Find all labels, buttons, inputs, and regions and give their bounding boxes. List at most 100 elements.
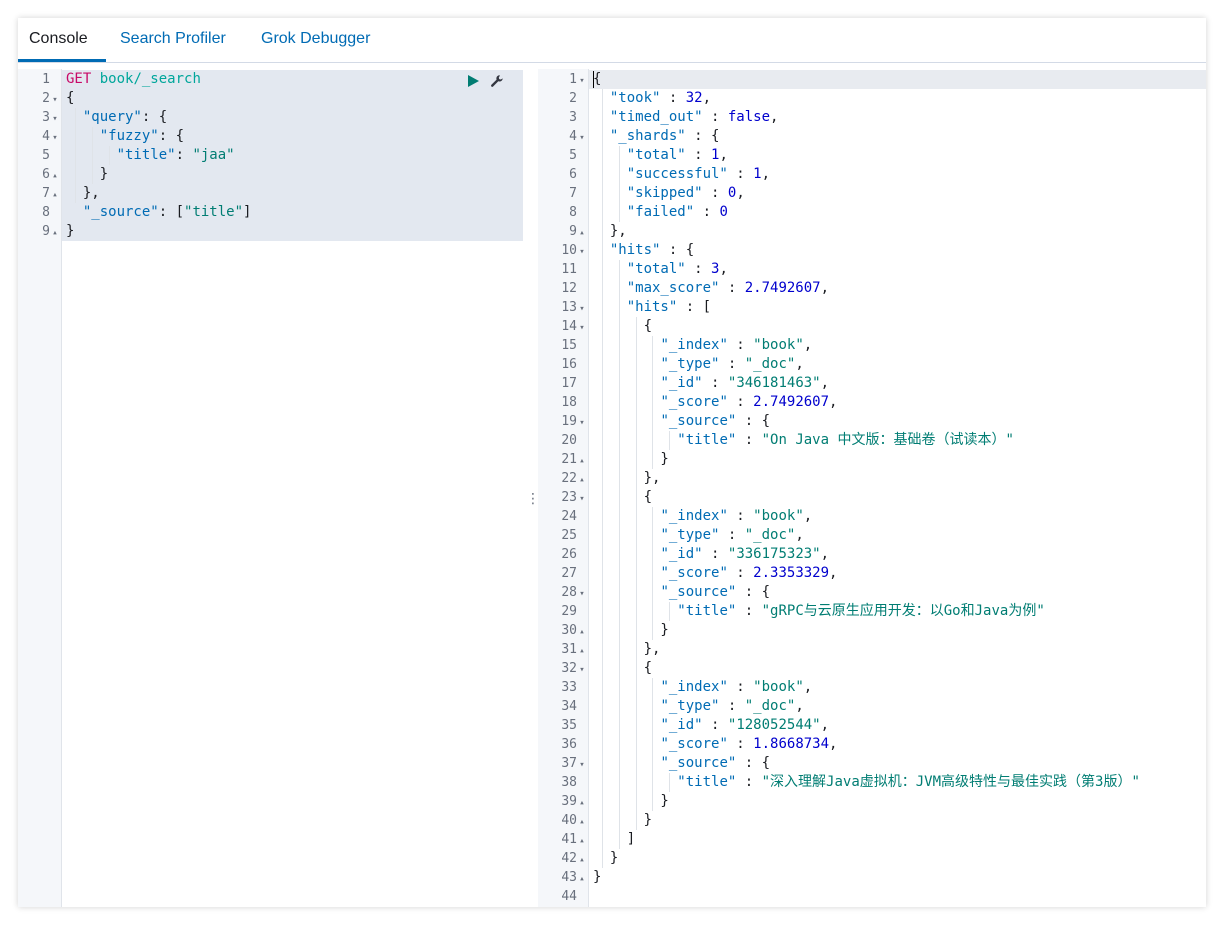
code-line[interactable]: "_score" : 2.7492607, (589, 393, 1206, 412)
fold-toggle-icon[interactable]: ▴ (579, 798, 585, 808)
code-line[interactable]: "total" : 1, (589, 146, 1206, 165)
code-line[interactable]: "successful" : 1, (589, 165, 1206, 184)
code-line[interactable]: "hits" : { (589, 241, 1206, 260)
fold-toggle-icon[interactable]: ▴ (52, 190, 58, 200)
fold-toggle-icon[interactable]: ▾ (579, 323, 585, 333)
code-token-num: 1 (753, 166, 762, 182)
code-line[interactable] (589, 887, 1206, 906)
request-code[interactable]: GET book/_search{ "query": { "fuzzy": { … (62, 69, 523, 907)
fold-toggle-icon[interactable]: ▴ (579, 475, 585, 485)
code-line[interactable]: "_type" : "_doc", (589, 697, 1206, 716)
fold-toggle-icon[interactable]: ▾ (579, 247, 585, 257)
code-token-p: : (736, 774, 762, 790)
line-number-text: 32 (561, 661, 577, 676)
code-line[interactable]: } (589, 792, 1206, 811)
fold-toggle-icon[interactable]: ▾ (579, 494, 585, 504)
code-token-p: } (66, 166, 109, 182)
response-code[interactable]: { "took" : 32, "timed_out" : false, "_sh… (589, 69, 1206, 907)
code-line[interactable]: } (589, 621, 1206, 640)
code-line[interactable]: "_score" : 1.8668734, (589, 735, 1206, 754)
code-line[interactable]: "title" : "On Java 中文版：基础卷（试读本）" (589, 431, 1206, 450)
fold-toggle-icon[interactable]: ▾ (579, 589, 585, 599)
code-token-str: "On Java 中文版：基础卷（试读本）" (761, 432, 1014, 448)
fold-toggle-icon[interactable]: ▾ (579, 665, 585, 675)
fold-toggle-icon[interactable]: ▾ (579, 760, 585, 770)
code-token-p: , (829, 736, 838, 752)
code-line[interactable]: "timed_out" : false, (589, 108, 1206, 127)
code-line[interactable]: }, (589, 469, 1206, 488)
code-line[interactable]: "_index" : "book", (589, 336, 1206, 355)
code-line[interactable]: "took" : 32, (589, 89, 1206, 108)
code-line[interactable]: { (589, 70, 1206, 89)
code-line[interactable]: "total" : 3, (589, 260, 1206, 279)
play-icon[interactable] (466, 74, 480, 88)
line-number: 19▾ (538, 412, 587, 431)
fold-toggle-icon[interactable]: ▾ (52, 133, 58, 143)
fold-toggle-icon[interactable]: ▴ (52, 171, 58, 181)
fold-toggle-icon[interactable]: ▴ (579, 627, 585, 637)
tab-search-profiler[interactable]: Search Profiler (120, 30, 226, 47)
fold-toggle-icon[interactable]: ▾ (52, 95, 58, 105)
code-line[interactable]: "_id" : "336175323", (589, 545, 1206, 564)
line-number: 3 (538, 108, 587, 127)
code-line[interactable]: } (589, 868, 1206, 887)
code-line[interactable]: "_id" : "128052544", (589, 716, 1206, 735)
code-line[interactable]: "_source": ["title"] (62, 203, 523, 222)
fold-toggle-icon[interactable]: ▴ (579, 817, 585, 827)
code-line[interactable]: "_id" : "346181463", (589, 374, 1206, 393)
vertical-ellipsis-icon[interactable]: ⋮ (526, 490, 540, 506)
code-line[interactable]: "_type" : "_doc", (589, 355, 1206, 374)
code-line[interactable]: "title" : "深入理解Java虚拟机：JVM高级特性与最佳实践（第3版）… (589, 773, 1206, 792)
code-line[interactable]: } (62, 165, 523, 184)
code-line[interactable]: } (589, 450, 1206, 469)
code-line[interactable]: "_shards" : { (589, 127, 1206, 146)
code-line[interactable]: } (62, 222, 523, 241)
tab-console[interactable]: Console (29, 30, 88, 47)
fold-toggle-icon[interactable]: ▾ (579, 304, 585, 314)
code-line[interactable]: "fuzzy": { (62, 127, 523, 146)
code-line[interactable]: ] (589, 830, 1206, 849)
code-line[interactable]: "_type" : "_doc", (589, 526, 1206, 545)
wrench-icon[interactable] (490, 74, 504, 88)
line-number-text: 39 (561, 794, 577, 809)
fold-toggle-icon[interactable]: ▴ (579, 874, 585, 884)
fold-toggle-icon[interactable]: ▾ (579, 76, 585, 86)
code-line[interactable]: "_source" : { (589, 412, 1206, 431)
fold-toggle-icon[interactable]: ▾ (52, 114, 58, 124)
code-line[interactable]: { (589, 488, 1206, 507)
fold-toggle-icon[interactable]: ▴ (579, 646, 585, 656)
code-line[interactable]: "skipped" : 0, (589, 184, 1206, 203)
code-line[interactable]: "_source" : { (589, 583, 1206, 602)
code-line[interactable]: "hits" : [ (589, 298, 1206, 317)
fold-toggle-icon[interactable]: ▴ (579, 456, 585, 466)
code-line[interactable]: }, (589, 222, 1206, 241)
fold-toggle-icon[interactable]: ▴ (579, 228, 585, 238)
code-line[interactable]: "query": { (62, 108, 523, 127)
fold-toggle-icon[interactable]: ▾ (579, 418, 585, 428)
code-line[interactable]: GET book/_search (62, 70, 523, 89)
fold-toggle-icon[interactable]: ▴ (579, 836, 585, 846)
tab-grok-debugger[interactable]: Grok Debugger (261, 30, 371, 47)
code-token-str: "深入理解Java虚拟机：JVM高级特性与最佳实践（第3版）" (761, 774, 1140, 790)
code-line[interactable]: { (62, 89, 523, 108)
code-line[interactable]: } (589, 849, 1206, 868)
code-line[interactable]: "max_score" : 2.7492607, (589, 279, 1206, 298)
fold-toggle-icon[interactable]: ▾ (579, 133, 585, 143)
code-line[interactable]: { (589, 317, 1206, 336)
code-line[interactable]: { (589, 659, 1206, 678)
fold-toggle-icon[interactable]: ▴ (579, 855, 585, 865)
code-line[interactable]: }, (589, 640, 1206, 659)
code-line[interactable]: }, (62, 184, 523, 203)
code-line[interactable]: "title" : "gRPC与云原生应用开发：以Go和Java为例" (589, 602, 1206, 621)
fold-toggle-icon[interactable]: ▴ (52, 228, 58, 238)
code-line[interactable]: "title": "jaa" (62, 146, 523, 165)
code-line[interactable]: "_source" : { (589, 754, 1206, 773)
code-line[interactable]: "failed" : 0 (589, 203, 1206, 222)
code-line[interactable]: "_score" : 2.3353329, (589, 564, 1206, 583)
code-line[interactable]: "_index" : "book", (589, 678, 1206, 697)
line-number-text: 27 (561, 566, 577, 581)
code-line[interactable]: } (589, 811, 1206, 830)
code-line[interactable]: "_index" : "book", (589, 507, 1206, 526)
